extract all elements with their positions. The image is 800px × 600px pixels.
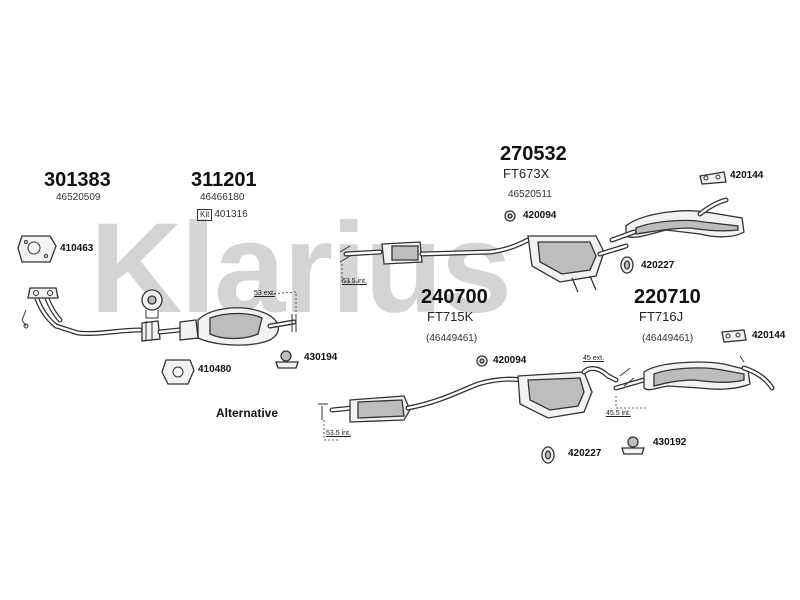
part-420094-alt: 420094 — [493, 355, 527, 366]
gasket-410463-icon — [17, 235, 57, 263]
middle-alt-sub-code: FT715K — [427, 309, 474, 324]
front-pipe-code: 301383 — [44, 169, 111, 191]
centre-section-drawing — [343, 235, 629, 293]
ring-420227-bottom-icon — [541, 446, 555, 464]
rubber-420144-top-icon — [699, 171, 727, 185]
part-430194: 430194 — [304, 352, 338, 363]
dim-53-5-int-top: 53.5 int. — [342, 278, 367, 285]
rubber-mount-430194-icon — [275, 350, 299, 369]
rear-alt-sub-code: FT716J — [639, 309, 684, 324]
part-420144-top: 420144 — [730, 170, 764, 181]
kit-badge: Kit — [197, 209, 213, 221]
catalyst-code: 311201 — [191, 169, 257, 191]
alternative-label: Alternative — [216, 406, 279, 420]
part-420144-mid: 420144 — [752, 330, 786, 341]
centre-sub-code: FT673X — [503, 166, 550, 181]
rear-silencer-drawing — [609, 197, 745, 243]
front-pipe-oe: 46520509 — [56, 192, 101, 203]
part-410480: 410480 — [198, 364, 232, 375]
rubber-mount-430192-icon — [621, 436, 645, 455]
catalyst-oe: 46466180 — [200, 192, 245, 203]
dimension-marks-top — [269, 245, 360, 318]
centre-code: 270532 — [500, 143, 567, 165]
centre-oe: 46520511 — [508, 189, 552, 200]
gasket-410480-icon — [161, 359, 195, 385]
catalyst-kit: Kit 401316 — [197, 209, 248, 221]
rear-alt-oe: (46449461) — [642, 333, 694, 344]
clamp-420094-alt-icon — [476, 355, 488, 367]
part-420227-bottom: 420227 — [568, 448, 602, 459]
dim-45-ext: 45 ext. — [583, 355, 605, 362]
part-420227-top: 420227 — [641, 260, 675, 271]
part-410463: 410463 — [60, 243, 94, 254]
part-420094-centre: 420094 — [523, 210, 557, 221]
rubber-420144-mid-icon — [721, 329, 747, 343]
ring-420227-top-icon — [620, 256, 634, 274]
middle-alt-oe: (46449461) — [426, 333, 478, 344]
rear-alt-code: 220710 — [634, 286, 701, 308]
dim-53-ext: 53 ext. — [254, 290, 276, 297]
alternative-middle-drawing — [318, 366, 619, 441]
part-430192: 430192 — [653, 437, 687, 448]
clamp-420094-icon — [504, 210, 516, 222]
catalyst-drawing — [157, 307, 297, 346]
front-pipe-drawing — [21, 287, 161, 342]
dim-45-5-int: 45.5 int. — [606, 410, 631, 417]
dim-53-5-int-alt: 53.5 int. — [326, 430, 351, 437]
clamp-ring-icon — [141, 289, 163, 319]
middle-alt-code: 240700 — [421, 286, 488, 308]
alternative-rear-drawing — [613, 355, 775, 409]
kit-code: 401316 — [214, 209, 248, 220]
